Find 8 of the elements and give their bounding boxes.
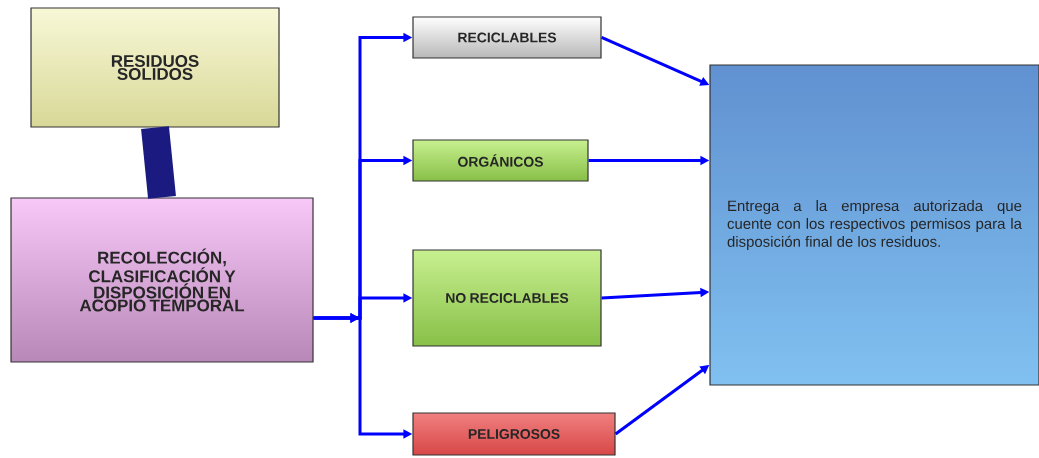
category-box: PELIGROSOS	[412, 412, 616, 456]
result-box: Entrega a la empresa autorizada que cuente con los respectivos permisos para la disposición final de los residuos.	[709, 64, 1039, 386]
process-box: RECOLECCIÓN, CLASIFICACIÓN Y DISPOSICIÓN EN ACOPIO TEMPORAL	[10, 197, 314, 363]
category-box: NO RECICLABLES	[412, 249, 602, 347]
category-box: ORGÁNICOS	[412, 139, 589, 182]
connector-bar	[141, 126, 176, 199]
process-box: RESIDUOS SOLIDOS	[30, 7, 280, 128]
category-box: RECICLABLES	[412, 16, 602, 59]
